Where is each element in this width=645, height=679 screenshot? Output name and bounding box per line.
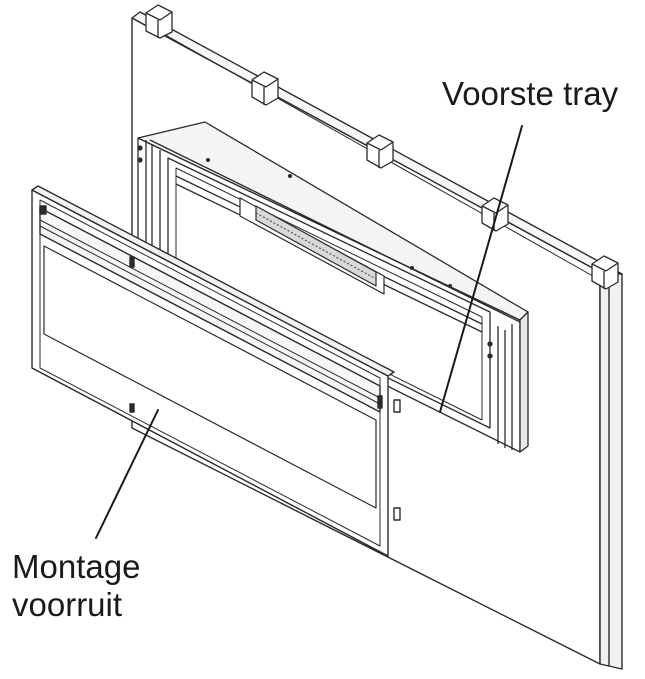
flame-bar [240, 198, 384, 294]
label-front-glass-line1: Montage [12, 548, 141, 585]
fireplace-box [138, 122, 528, 452]
stud-2 [252, 72, 278, 105]
leader-front-tray [440, 126, 522, 412]
stud-3 [367, 135, 393, 168]
leader-lines [96, 126, 522, 538]
front-glass-panel [32, 186, 400, 556]
leader-front-glass [96, 410, 158, 538]
stud-1 [146, 5, 172, 38]
label-front-glass: Montage voorruit [12, 548, 140, 624]
label-front-glass-line2: voorruit [12, 586, 123, 623]
label-front-tray: Voorste tray [442, 75, 619, 112]
wall-studs [146, 5, 618, 289]
stud-5 [592, 256, 618, 289]
